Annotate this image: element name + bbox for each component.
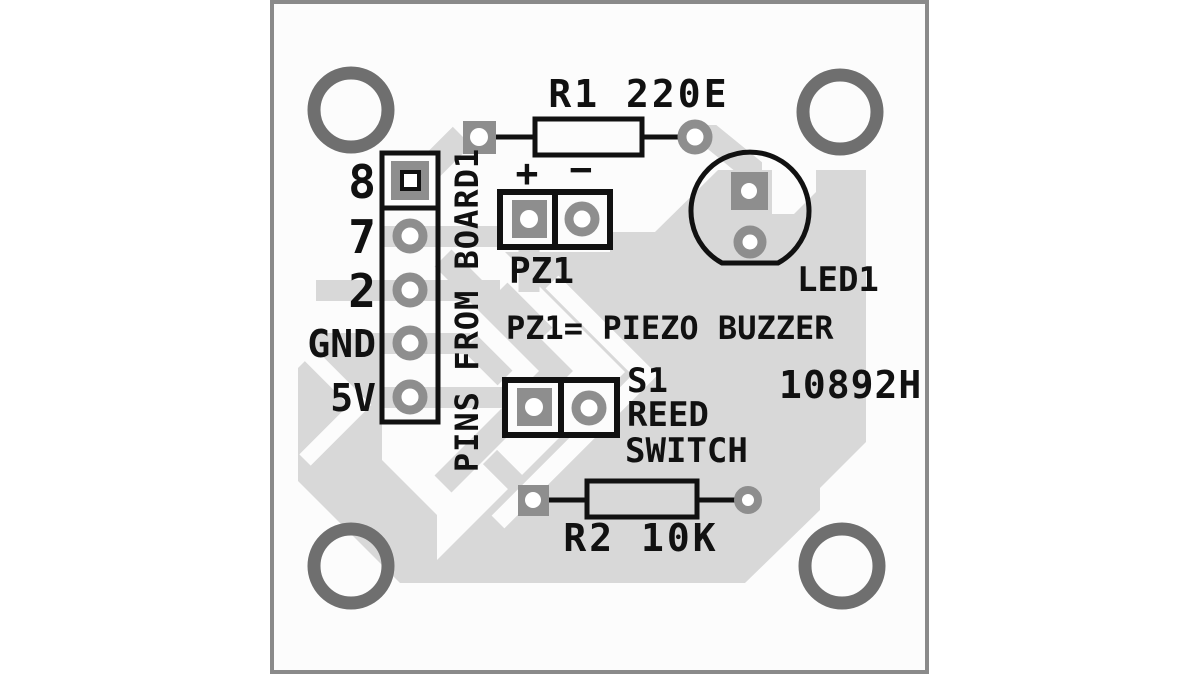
header-gnd-pad xyxy=(392,325,428,361)
component-led1: LED1 xyxy=(688,149,879,300)
s1-label-line2: REED xyxy=(627,395,709,435)
header-lower-box xyxy=(379,205,441,425)
r1-body xyxy=(532,116,645,158)
pin-label-gnd: GND xyxy=(307,322,376,366)
s1-label-line1: S1 xyxy=(627,361,668,401)
r1-pad-right xyxy=(677,119,713,155)
header-pin8-hole xyxy=(400,170,421,191)
mounting-hole-bottom-right xyxy=(798,522,886,610)
mounting-hole-top-right xyxy=(796,68,884,156)
mounting-holes xyxy=(307,66,886,610)
mounting-hole-top-left xyxy=(307,66,395,154)
s1-pad-right xyxy=(571,390,607,426)
s1-label-line3: SWITCH xyxy=(625,431,748,471)
mounting-hole-bottom-left xyxy=(307,522,395,610)
header-5v-pad xyxy=(392,379,428,415)
board-code: 10892H xyxy=(779,363,922,407)
component-s1: S1 REED SWITCH xyxy=(502,361,748,471)
pz1-note: PZ1= PIEZO BUZZER xyxy=(506,309,834,347)
pin-label-2: 2 xyxy=(348,264,376,318)
component-r1: R1 220E xyxy=(463,72,729,158)
component-r2: R2 10K xyxy=(518,478,762,560)
trace-gnd-diag xyxy=(462,335,513,386)
pz1-label: PZ1 xyxy=(509,251,574,292)
component-pz1: + − PZ1 xyxy=(497,147,613,292)
pin-header: 8 7 2 GND 5V PINS FROM BOARD1 xyxy=(307,148,486,472)
clearance-led-notch xyxy=(772,170,816,214)
pin-label-8: 8 xyxy=(348,155,376,209)
r1-label: R1 220E xyxy=(548,72,729,116)
pz1-plus-sign: + xyxy=(516,151,539,195)
pour-clearances xyxy=(299,170,816,529)
r2-body xyxy=(584,478,700,520)
led1-pad-round xyxy=(733,225,767,259)
led1-label: LED1 xyxy=(797,260,879,300)
pz1-pad-plus-hole xyxy=(520,210,538,228)
pz1-minus-sign: − xyxy=(570,147,593,191)
copper-pour-left-lobe xyxy=(298,334,437,583)
r2-pad-right xyxy=(734,486,762,514)
led1-pad-square-hole xyxy=(741,183,757,199)
s1-pad-left-hole xyxy=(525,398,543,416)
r2-label: R2 10K xyxy=(563,516,718,560)
pin-label-7: 7 xyxy=(348,210,376,264)
clearance-chevron-left xyxy=(299,344,372,466)
clearance-chevron-inner xyxy=(491,275,658,529)
r1-pad-left-hole xyxy=(470,128,488,146)
header-pin2-pad xyxy=(392,272,428,308)
trace-pin2-diag xyxy=(492,282,553,343)
header-pin7-pad xyxy=(392,218,428,254)
header-side-label: PINS FROM BOARD1 xyxy=(448,148,486,472)
pz1-pad-minus xyxy=(564,201,600,237)
led1-outline xyxy=(688,149,812,266)
r2-pad-left-hole xyxy=(525,492,541,508)
pin-label-5v: 5V xyxy=(330,376,376,420)
